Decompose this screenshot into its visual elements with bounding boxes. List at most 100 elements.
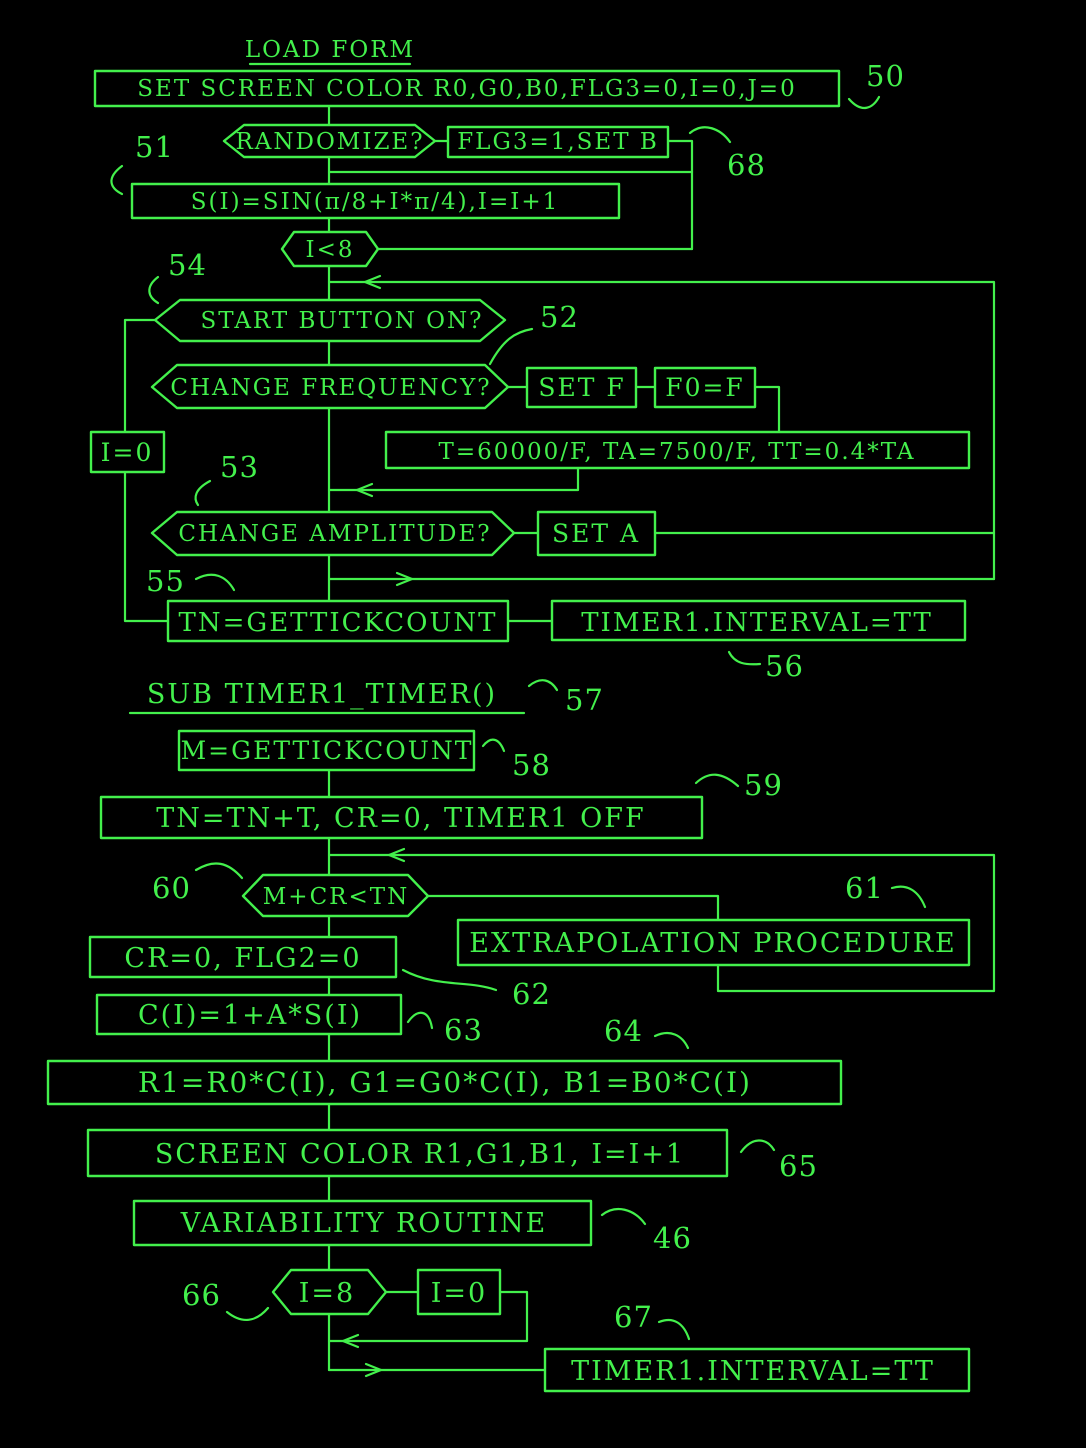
ref-60: 60: [152, 871, 191, 905]
flg3-set-b-label: FLG3=1,SET B: [457, 129, 659, 155]
extrapolation-label: EXTRAPOLATION PROCEDURE: [469, 928, 956, 959]
ref-68: 68: [727, 148, 766, 182]
timing-formula-label: T=60000/F, TA=7500/F, TT=0.4*TA: [439, 439, 916, 465]
m-gettickcount-box: [177, 729, 476, 772]
connector-lines: [123, 62, 996, 1378]
m-gettickcount-label: M=GETTICKCOUNT: [181, 736, 474, 765]
ref-55: 55: [146, 564, 185, 598]
m-cr-lt-tn-label: M+CR<TN: [263, 884, 409, 910]
rgb-formula-box: [46, 1059, 843, 1106]
i-eq-8-decision: [271, 1268, 388, 1316]
cr-flg2-label: CR=0, FLG2=0: [124, 943, 361, 974]
i-eq-0-label: I=0: [101, 438, 154, 467]
leader-62: [401, 968, 498, 992]
leader-46: [600, 1207, 647, 1226]
ref-56: 56: [765, 649, 804, 683]
ref-58: 58: [512, 748, 551, 782]
set-f-label: SET F: [538, 373, 625, 402]
set-screen-color-box: [93, 69, 841, 108]
ref-66: 66: [182, 1278, 221, 1312]
leader-51: [110, 164, 124, 196]
i-eq-8-label: I=8: [299, 1278, 355, 1309]
i-reset-box: [416, 1268, 502, 1316]
timer-interval-label: TIMER1.INTERVAL=TT: [581, 608, 933, 638]
ref-61: 61: [845, 871, 884, 905]
set-f-box: [525, 366, 638, 409]
ref-50: 50: [866, 59, 905, 93]
leader-63: [406, 1011, 434, 1030]
sine-table-box: [130, 182, 621, 220]
leader-60: [194, 862, 244, 880]
tn-gettickcount-label: TN=GETTICKCOUNT: [179, 608, 498, 638]
tn-gettickcount-box: [166, 599, 510, 643]
f0-eq-f-box: [653, 366, 757, 409]
leader-61: [890, 885, 927, 909]
leader-57: [527, 679, 559, 692]
ref-63: 63: [444, 1013, 483, 1047]
leader-55: [194, 573, 236, 592]
leader-50: [847, 95, 881, 109]
timer-interval-final-label: TIMER1.INTERVAL=TT: [571, 1356, 935, 1387]
set-screen-color-label: SET SCREEN COLOR R0,G0,B0,FLG3=0,I=0,J=0: [137, 76, 796, 102]
ref-57: 57: [565, 683, 604, 717]
screen-color-label: SCREEN COLOR R1,G1,B1, I=I+1: [155, 1139, 685, 1170]
flg3-set-b-box: [446, 125, 670, 159]
m-cr-lt-tn-decision: [241, 873, 430, 918]
leader-56: [727, 650, 762, 666]
timer-sub-header: SUB TIMER1_TIMER(): [147, 679, 497, 710]
ref-53: 53: [220, 450, 259, 484]
variability-label: VARIABILITY ROUTINE: [180, 1208, 547, 1239]
i-eq-0-box: [89, 430, 166, 474]
load-form-header: LOAD FORM: [245, 37, 415, 63]
tn-update-label: TN=TN+T, CR=0, TIMER1 OFF: [156, 803, 645, 834]
ref-54: 54: [168, 248, 207, 282]
ref-52: 52: [540, 300, 579, 334]
leader-68: [688, 126, 732, 144]
reference-numerals: 50 51 68 54 52 53 55 56 57 58 59 60 61 6…: [110, 59, 927, 1341]
timing-formula-box: [384, 430, 971, 470]
leader-52: [488, 327, 534, 366]
i-reset-label: I=0: [431, 1278, 487, 1309]
cr-flg2-box: [88, 935, 398, 979]
leader-64: [653, 1031, 690, 1050]
labels: LOAD FORM SET SCREEN COLOR R0,G0,B0,FLG3…: [101, 37, 956, 1387]
leader-53: [194, 479, 212, 507]
ref-59: 59: [744, 768, 783, 802]
variability-box: [132, 1199, 593, 1247]
ref-67: 67: [614, 1300, 653, 1334]
set-a-box: [536, 510, 657, 557]
screen-color-box: [86, 1128, 729, 1178]
sine-table-label: S(I)=SIN(π/8+I*π/4),I=I+1: [191, 189, 560, 215]
leader-67: [657, 1318, 691, 1341]
i-lt-8-label: I<8: [306, 237, 355, 263]
ref-46: 46: [653, 1221, 692, 1255]
start-button-decision: [153, 298, 507, 343]
rgb-formula-label: R1=R0*C(I), G1=G0*C(I), B1=B0*C(I): [138, 1066, 752, 1099]
tn-update-box: [99, 795, 704, 840]
change-amplitude-decision: [150, 510, 516, 557]
shapes: [46, 69, 971, 1393]
timer-interval-final-box: [543, 1347, 971, 1393]
change-amplitude-label: CHANGE AMPLITUDE?: [178, 521, 491, 547]
ref-62: 62: [512, 977, 551, 1011]
start-button-label: START BUTTON ON?: [200, 308, 483, 334]
change-frequency-decision: [150, 363, 510, 410]
ref-51: 51: [135, 130, 174, 164]
f0-eq-f-label: F0=F: [665, 373, 745, 402]
leader-58: [481, 738, 506, 753]
c-formula-label: C(I)=1+A*S(I): [138, 1000, 362, 1031]
extrapolation-box: [456, 918, 971, 967]
set-a-label: SET A: [552, 519, 640, 548]
leader-66: [225, 1306, 270, 1321]
timer-interval-box: [550, 599, 967, 642]
c-formula-box: [95, 993, 403, 1036]
randomize-label: RANDOMIZE?: [235, 129, 424, 155]
ref-64: 64: [604, 1014, 643, 1048]
ref-65: 65: [779, 1149, 818, 1183]
change-frequency-label: CHANGE FREQUENCY?: [170, 375, 491, 401]
leader-65: [739, 1139, 776, 1154]
leader-54: [148, 275, 160, 305]
i-lt-8-decision: [280, 230, 380, 268]
randomize-decision: [222, 123, 437, 159]
